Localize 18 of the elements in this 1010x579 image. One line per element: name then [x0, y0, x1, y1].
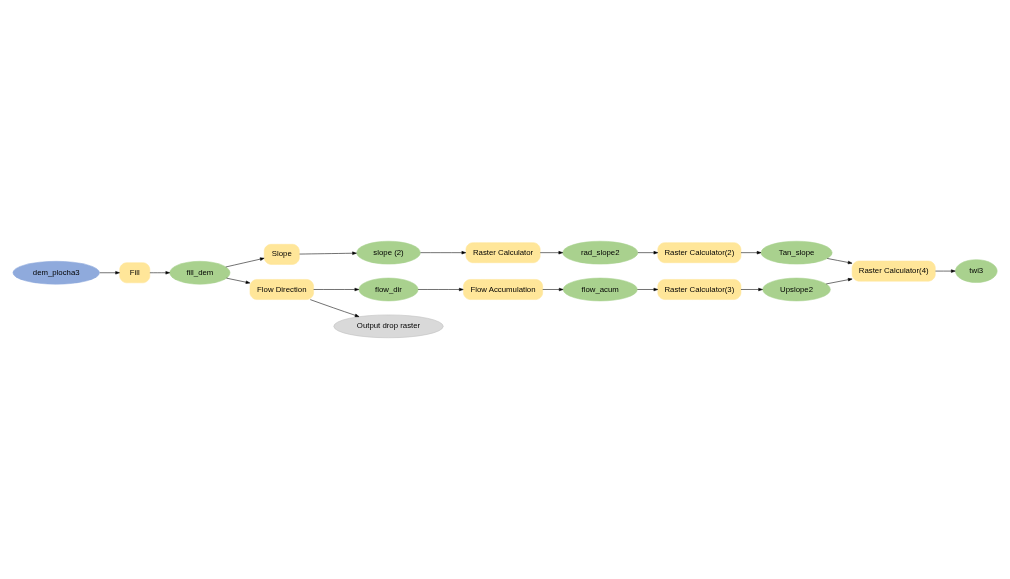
- arrow: [417, 287, 464, 292]
- arrow: [149, 271, 170, 275]
- arrow: [542, 287, 564, 292]
- arrow: [637, 287, 659, 292]
- arrow: [826, 258, 853, 265]
- arrow: [99, 271, 120, 275]
- arrow: [740, 287, 763, 292]
- arrow: [935, 269, 956, 273]
- arrow: [825, 278, 853, 285]
- arrow: [539, 251, 563, 255]
- arrow: [637, 251, 659, 255]
- arrow: [420, 251, 467, 255]
- arrow: [226, 277, 251, 284]
- arrow: [313, 287, 360, 292]
- arrow: [740, 251, 762, 255]
- arrow: [299, 251, 357, 255]
- arrow: [310, 299, 360, 317]
- arrow: [225, 257, 265, 268]
